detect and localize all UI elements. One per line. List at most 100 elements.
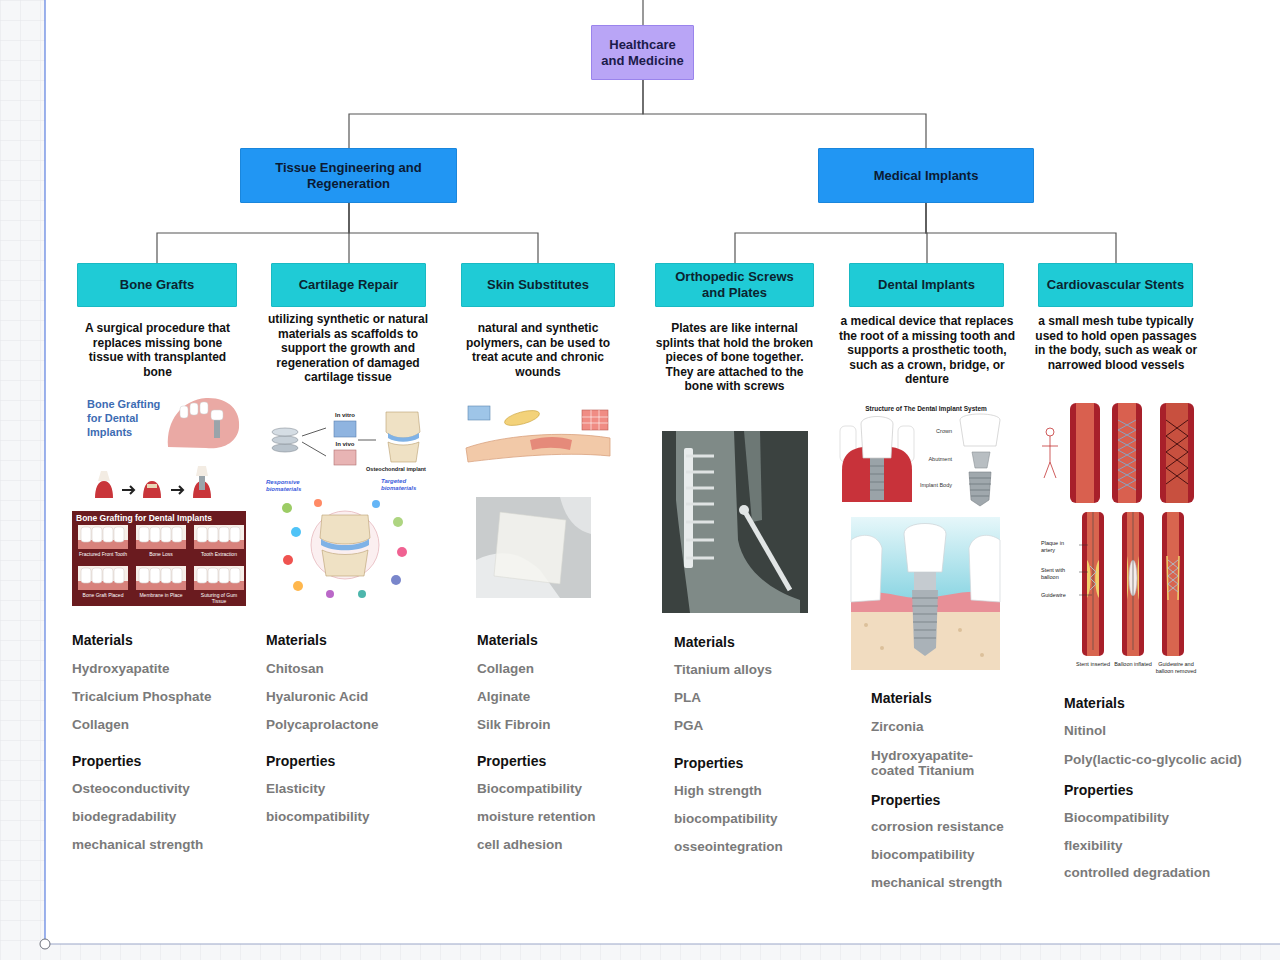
dental-implant-illustration bbox=[969, 535, 1000, 602]
illustration-caption: Abutment bbox=[916, 456, 952, 463]
box-title: Skin Substitutes bbox=[487, 277, 589, 293]
illustration-caption: Guidewire and balloon removed bbox=[1152, 661, 1200, 674]
cartilage-illustration bbox=[393, 517, 403, 527]
bone-graft-illustration bbox=[196, 466, 208, 476]
dental-implant-structure bbox=[960, 414, 1000, 446]
background bbox=[45, 944, 1280, 945]
dental-implant-illustration bbox=[851, 535, 882, 602]
cartilage-illustration bbox=[283, 555, 293, 565]
topic-box: Orthopedic Screws and Plates bbox=[655, 263, 814, 307]
list-item: biodegradability bbox=[72, 809, 257, 825]
stent-illustration bbox=[1076, 403, 1094, 503]
illustration-caption: In vivo bbox=[329, 441, 361, 448]
stent-illustration bbox=[1042, 436, 1058, 478]
list-item: mechanical strength bbox=[871, 875, 1021, 891]
bone-graft-illustration bbox=[171, 486, 183, 494]
bone-graft-illustration bbox=[98, 471, 110, 481]
list-item: Nitinol bbox=[1064, 723, 1269, 739]
cartilage-illustration bbox=[321, 539, 369, 550]
dental-implant-illustration bbox=[980, 653, 984, 657]
stent-illustration bbox=[1166, 403, 1188, 503]
list-item: Biocompatibility bbox=[477, 781, 647, 797]
cartilage-illustration bbox=[272, 428, 298, 436]
dental-implant-illustration bbox=[904, 524, 946, 573]
section-heading: Properties bbox=[674, 755, 844, 771]
cartilage-illustration bbox=[282, 503, 292, 513]
list-item: PGA bbox=[674, 718, 844, 734]
connector bbox=[157, 203, 349, 263]
orthopedic-xray bbox=[686, 456, 714, 558]
list-item: Polycaprolactone bbox=[266, 717, 451, 733]
skin-illustration bbox=[468, 406, 490, 420]
root-box: Healthcare and Medicine bbox=[591, 25, 694, 80]
illustration-caption: Bone Grafting for Dental Implants bbox=[87, 397, 162, 439]
bone-graft-steps-illustration bbox=[136, 566, 186, 590]
box-title: Orthopedic Screws and Plates bbox=[662, 269, 807, 301]
illustration-caption: Balloon inflated bbox=[1114, 661, 1152, 668]
connector bbox=[735, 203, 926, 263]
stent-steps-illustration bbox=[1090, 566, 1096, 590]
illustration-caption: Targeted biomaterials bbox=[381, 478, 427, 492]
bone-graft-steps-illustration bbox=[78, 566, 128, 590]
connector bbox=[643, 80, 926, 148]
description-text: natural and synthetic polymers, can be u… bbox=[458, 321, 618, 379]
section-heading: Materials bbox=[674, 634, 844, 650]
list-item: Elasticity bbox=[266, 781, 451, 797]
section-heading: Materials bbox=[72, 632, 257, 648]
stent-steps-illustration bbox=[1162, 512, 1184, 656]
topic-box: Bone Grafts bbox=[77, 263, 237, 307]
illustration-caption: Implant Body bbox=[918, 482, 952, 489]
section-heading: Materials bbox=[266, 632, 451, 648]
illustration-caption: Stent with balloon bbox=[1041, 567, 1077, 580]
cartilage-illustration bbox=[322, 550, 368, 576]
bone-graft-illustration bbox=[168, 398, 239, 448]
stent-steps-illustration bbox=[1133, 512, 1134, 650]
list-item: Hydroxyapatite bbox=[72, 661, 257, 677]
list-item: biocompatibility bbox=[871, 847, 1021, 863]
topic-box: Cartilage Repair bbox=[271, 263, 426, 307]
illustration-caption: In vitro bbox=[329, 412, 361, 419]
list-item: PLA bbox=[674, 690, 844, 706]
skin-illustration bbox=[466, 406, 610, 598]
list-item: Titanium alloys bbox=[674, 662, 844, 678]
cartilage-illustration bbox=[320, 515, 370, 544]
bone-graft-steps-illustration bbox=[136, 525, 186, 549]
dental-implant-illustration bbox=[851, 517, 1000, 670]
bone-graft-steps-illustration bbox=[78, 525, 128, 549]
illustration-caption: Crown bbox=[918, 428, 952, 435]
topic-box: Skin Substitutes bbox=[461, 263, 615, 307]
stent-steps-illustration bbox=[1082, 512, 1104, 656]
illustration-caption: Suturing of Gum Tissue bbox=[194, 592, 244, 604]
list-item: Hydroxyapatite-coated Titanium bbox=[871, 748, 996, 778]
section-heading: Materials bbox=[871, 690, 1021, 706]
stent-illustration bbox=[1046, 428, 1054, 436]
bone-graft-illustration bbox=[199, 476, 205, 490]
illustration-caption: Osteochondral implant bbox=[364, 466, 428, 473]
cartilage-illustration bbox=[272, 412, 420, 598]
stent-illustration bbox=[1112, 403, 1142, 503]
stent-illustration bbox=[1118, 420, 1136, 490]
stent-illustration bbox=[1166, 420, 1188, 484]
cartilage-illustration bbox=[388, 433, 419, 442]
description-text: utilizing synthetic or natural materials… bbox=[268, 312, 428, 385]
list-item: biocompatibility bbox=[674, 811, 844, 827]
list-item: Chitosan bbox=[266, 661, 451, 677]
stent-steps-illustration bbox=[1167, 556, 1179, 600]
stent-steps-illustration bbox=[1079, 545, 1092, 595]
list-item: High strength bbox=[674, 783, 844, 799]
background bbox=[44, 0, 45, 944]
cartilage-illustration bbox=[326, 590, 334, 598]
illustration-caption: Bone Loss bbox=[136, 551, 186, 557]
description-text: a medical device that replaces the root … bbox=[838, 314, 1016, 387]
list-item: Silk Fibroin bbox=[477, 717, 647, 733]
illustration-caption: Bone Graft Placed bbox=[78, 592, 128, 598]
bone-graft-steps-illustration bbox=[72, 511, 246, 606]
list-item: biocompatibility bbox=[266, 809, 451, 825]
bone-graft-illustration bbox=[147, 484, 157, 488]
list-item: Alginate bbox=[477, 689, 647, 705]
dental-implant-illustration bbox=[880, 646, 884, 650]
description-text: Plates are like internal splints that ho… bbox=[652, 321, 817, 394]
list-item: Zirconia bbox=[871, 719, 1021, 735]
skin-illustration bbox=[503, 408, 541, 429]
list-item: Collagen bbox=[72, 717, 257, 733]
